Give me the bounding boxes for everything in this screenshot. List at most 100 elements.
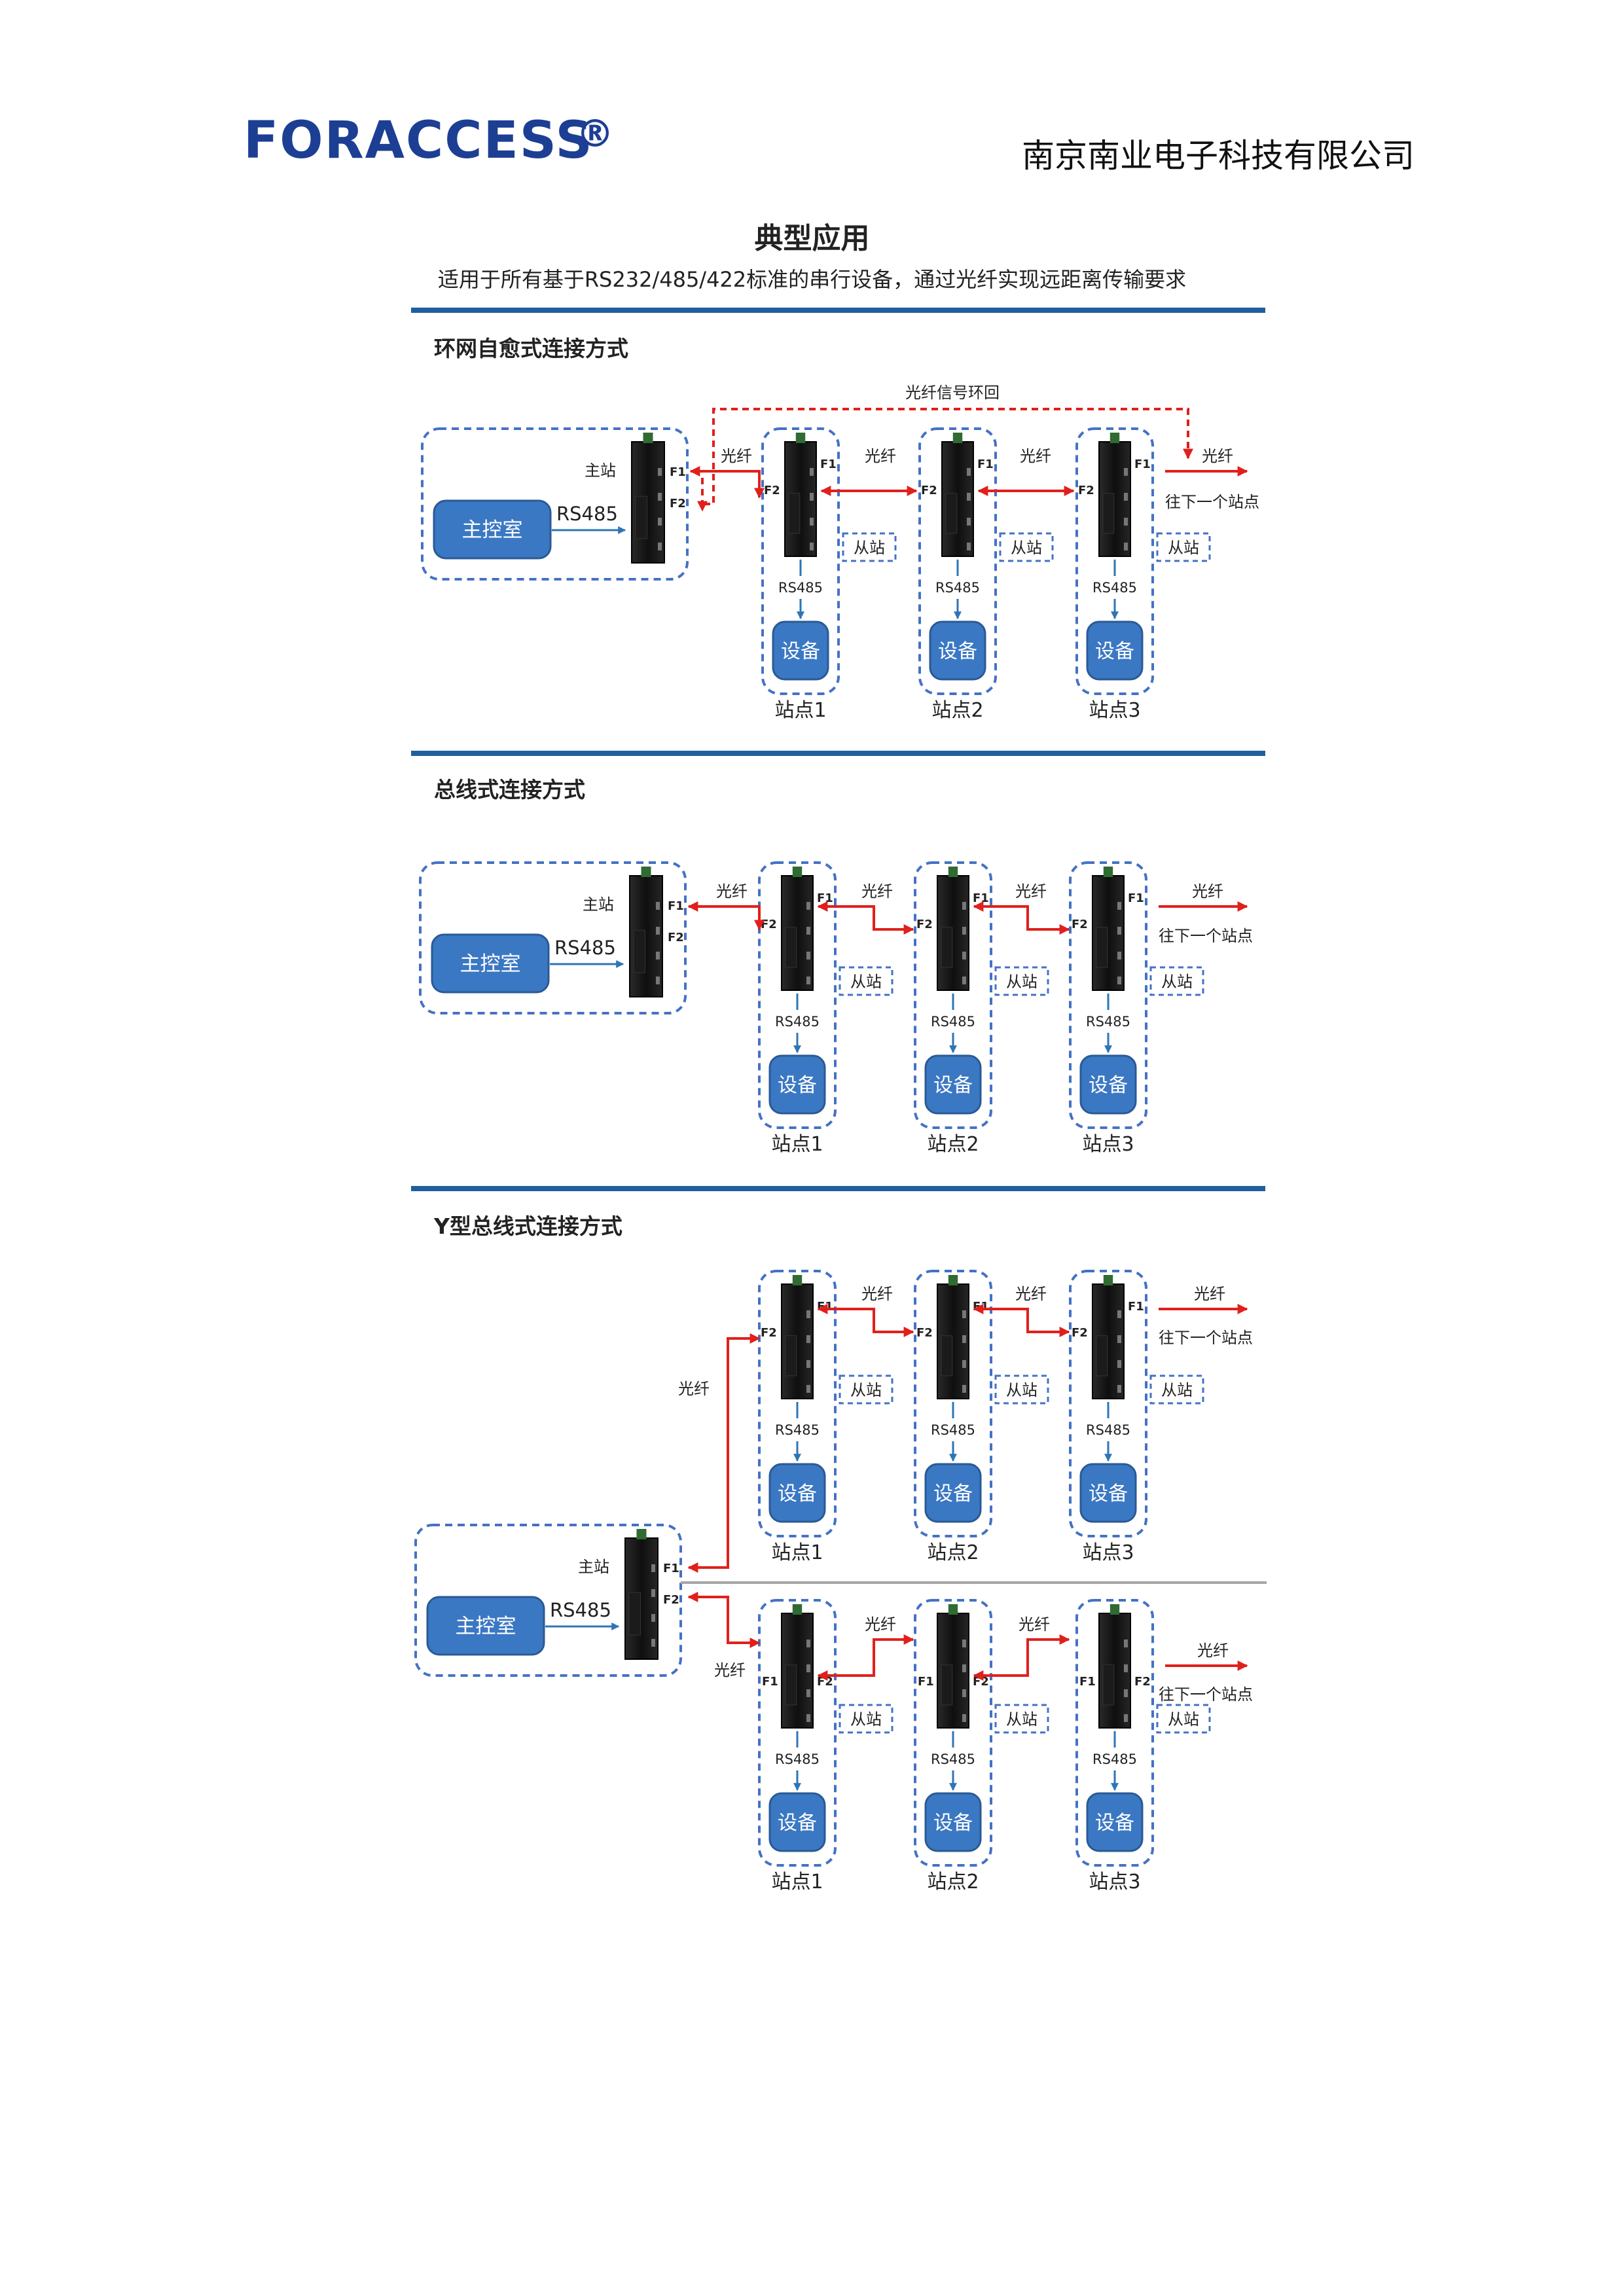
s3b-station3-converter-port bbox=[1124, 1664, 1128, 1672]
s3a-station2-rs485: RS485 bbox=[931, 1422, 975, 1438]
s3a-station1-device bbox=[768, 1463, 826, 1523]
s1-master-converter bbox=[631, 433, 665, 564]
s1-master-f1: F1 bbox=[670, 465, 686, 479]
s2-master-converter bbox=[629, 867, 663, 997]
s2-master-master-label: 主站 bbox=[583, 895, 614, 914]
s3-fiber-label-down: 光纤 bbox=[714, 1661, 746, 1679]
s2-next-station: 往下一个站点 bbox=[1159, 927, 1253, 945]
s1-master-master-label: 主站 bbox=[585, 461, 616, 480]
s3b-station1-f2: F2 bbox=[817, 1675, 833, 1689]
s3-master-master-label: 主站 bbox=[578, 1558, 609, 1576]
s3b-station1-converter-terminal bbox=[792, 1604, 803, 1615]
s3a-fiber-label-2: 光纤 bbox=[861, 1285, 893, 1303]
s3-master-converter-port bbox=[651, 1589, 655, 1597]
s3a-station3-device bbox=[1079, 1463, 1137, 1523]
s1-station3-converter-port bbox=[1124, 518, 1128, 526]
s3-master-control-room-label: 主控室 bbox=[456, 1615, 516, 1638]
s1-station3-label: 站点3 bbox=[1089, 699, 1140, 722]
s3b-station2-device bbox=[924, 1792, 982, 1852]
s3b-station3-device-label: 设备 bbox=[1095, 1812, 1134, 1835]
s3b-station1-f1: F1 bbox=[762, 1675, 778, 1689]
s3b-station3-converter-panel bbox=[1102, 1664, 1115, 1706]
s3a-station2-converter-port bbox=[962, 1385, 966, 1393]
s3b-station2-f2: F2 bbox=[973, 1675, 989, 1689]
s2-master-rs485: RS485 bbox=[554, 937, 616, 959]
s3b-station3-outline bbox=[1075, 1599, 1154, 1867]
s1-station3-converter-port bbox=[1124, 493, 1128, 501]
s3a-station1-rs485: RS485 bbox=[775, 1422, 820, 1438]
s3b-fiber-label-2: 光纤 bbox=[865, 1615, 896, 1634]
s2-station1-device bbox=[768, 1054, 826, 1115]
s1-station2-outline bbox=[918, 427, 997, 695]
s3a-station2-label: 站点2 bbox=[927, 1541, 979, 1564]
section-divider-1 bbox=[411, 308, 1265, 313]
s1-fiber-label-2: 光纤 bbox=[865, 447, 896, 465]
s3a-station3-f2: F2 bbox=[1072, 1326, 1088, 1340]
s2-station3-converter-port bbox=[1117, 952, 1121, 960]
s3a-station1-converter-port bbox=[806, 1310, 810, 1318]
s2-station2-converter-terminal bbox=[948, 867, 958, 877]
s1-master-rs485: RS485 bbox=[556, 503, 618, 525]
s3b-station2-outline bbox=[914, 1599, 992, 1867]
s3b-station1-device-label: 设备 bbox=[778, 1812, 817, 1835]
s1-master-outline bbox=[421, 427, 689, 581]
s2-master-converter-port bbox=[656, 977, 660, 984]
s3a-station1-converter bbox=[781, 1275, 814, 1399]
s2-link-2-3 bbox=[973, 901, 1070, 935]
section-title-bus: 总线式连接方式 bbox=[434, 777, 585, 802]
s1-station1-converter-port bbox=[810, 493, 814, 501]
s1-next-station: 往下一个站点 bbox=[1165, 493, 1259, 511]
s1-station1-converter-terminal bbox=[795, 433, 806, 443]
s2-station3-converter bbox=[1092, 867, 1125, 991]
s1-station2-device-label: 设备 bbox=[938, 640, 977, 663]
s2-station1-converter-port bbox=[806, 927, 810, 935]
s2-fiber-label-4: 光纤 bbox=[1192, 882, 1223, 901]
s3b-station3-slave-label: 从站 bbox=[1168, 1710, 1199, 1729]
s3b-station3-label: 站点3 bbox=[1089, 1871, 1140, 1893]
s1-station3-slave-box bbox=[1156, 532, 1211, 562]
s3a-station3-converter-port bbox=[1117, 1335, 1121, 1343]
s2-station2-converter-port bbox=[962, 977, 966, 984]
s1-station3-device bbox=[1086, 620, 1144, 681]
s3b-station2-converter-port bbox=[962, 1689, 966, 1697]
s1-master-f2: F2 bbox=[670, 497, 686, 511]
s3b-station1-device bbox=[768, 1792, 826, 1852]
s1-master-control-room bbox=[433, 499, 552, 560]
s2-master-outline bbox=[419, 861, 687, 1014]
s3a-station2-converter-port bbox=[962, 1335, 966, 1343]
s2-master-control-room-label: 主控室 bbox=[460, 952, 521, 976]
s3b-station1-slave-box bbox=[839, 1704, 893, 1734]
s3a-station2-slave-box bbox=[994, 1374, 1049, 1405]
s2-master-converter-port bbox=[656, 952, 660, 960]
s2-station1-outline bbox=[758, 861, 837, 1129]
s3b-station1-converter-port bbox=[806, 1714, 810, 1722]
s3a-station2-converter bbox=[937, 1275, 969, 1399]
s2-link-1-2 bbox=[817, 901, 914, 935]
s1-fiber-label-3: 光纤 bbox=[1020, 447, 1051, 465]
s1-station2-slave-label: 从站 bbox=[1011, 539, 1042, 557]
s3b-station3-converter-terminal bbox=[1110, 1604, 1120, 1615]
company-logo: FORACCESS bbox=[244, 111, 594, 170]
s2-station2-rs485: RS485 bbox=[931, 1014, 975, 1030]
s2-station1-converter-port bbox=[806, 952, 810, 960]
s3a-station3-outline bbox=[1069, 1270, 1147, 1537]
s2-station3-device-label: 设备 bbox=[1089, 1074, 1128, 1097]
s1-station2-converter-port bbox=[967, 518, 971, 526]
s2-station3-slave-box bbox=[1149, 966, 1204, 996]
s3b-station3-converter-port bbox=[1124, 1640, 1128, 1647]
s3a-station1-slave-label: 从站 bbox=[850, 1381, 882, 1399]
s3b-station2-converter-port bbox=[962, 1640, 966, 1647]
s3-master-converter-port bbox=[651, 1639, 655, 1647]
s3b-station1-converter-port bbox=[806, 1664, 810, 1672]
s1-station2-converter-port bbox=[967, 543, 971, 550]
s2-station1-slave-box bbox=[839, 966, 893, 996]
s3a-station2-converter-port bbox=[962, 1360, 966, 1368]
s3a-station3-label: 站点3 bbox=[1082, 1541, 1134, 1564]
s3b-station3-converter-port bbox=[1124, 1689, 1128, 1697]
s3-master-converter bbox=[624, 1529, 659, 1660]
s2-station3-converter-panel bbox=[1096, 927, 1108, 968]
s2-station2-converter-panel bbox=[941, 927, 953, 968]
s2-station3-f2: F2 bbox=[1072, 918, 1088, 931]
s2-station3-device bbox=[1079, 1054, 1137, 1115]
s1-station2-converter-port bbox=[967, 468, 971, 476]
